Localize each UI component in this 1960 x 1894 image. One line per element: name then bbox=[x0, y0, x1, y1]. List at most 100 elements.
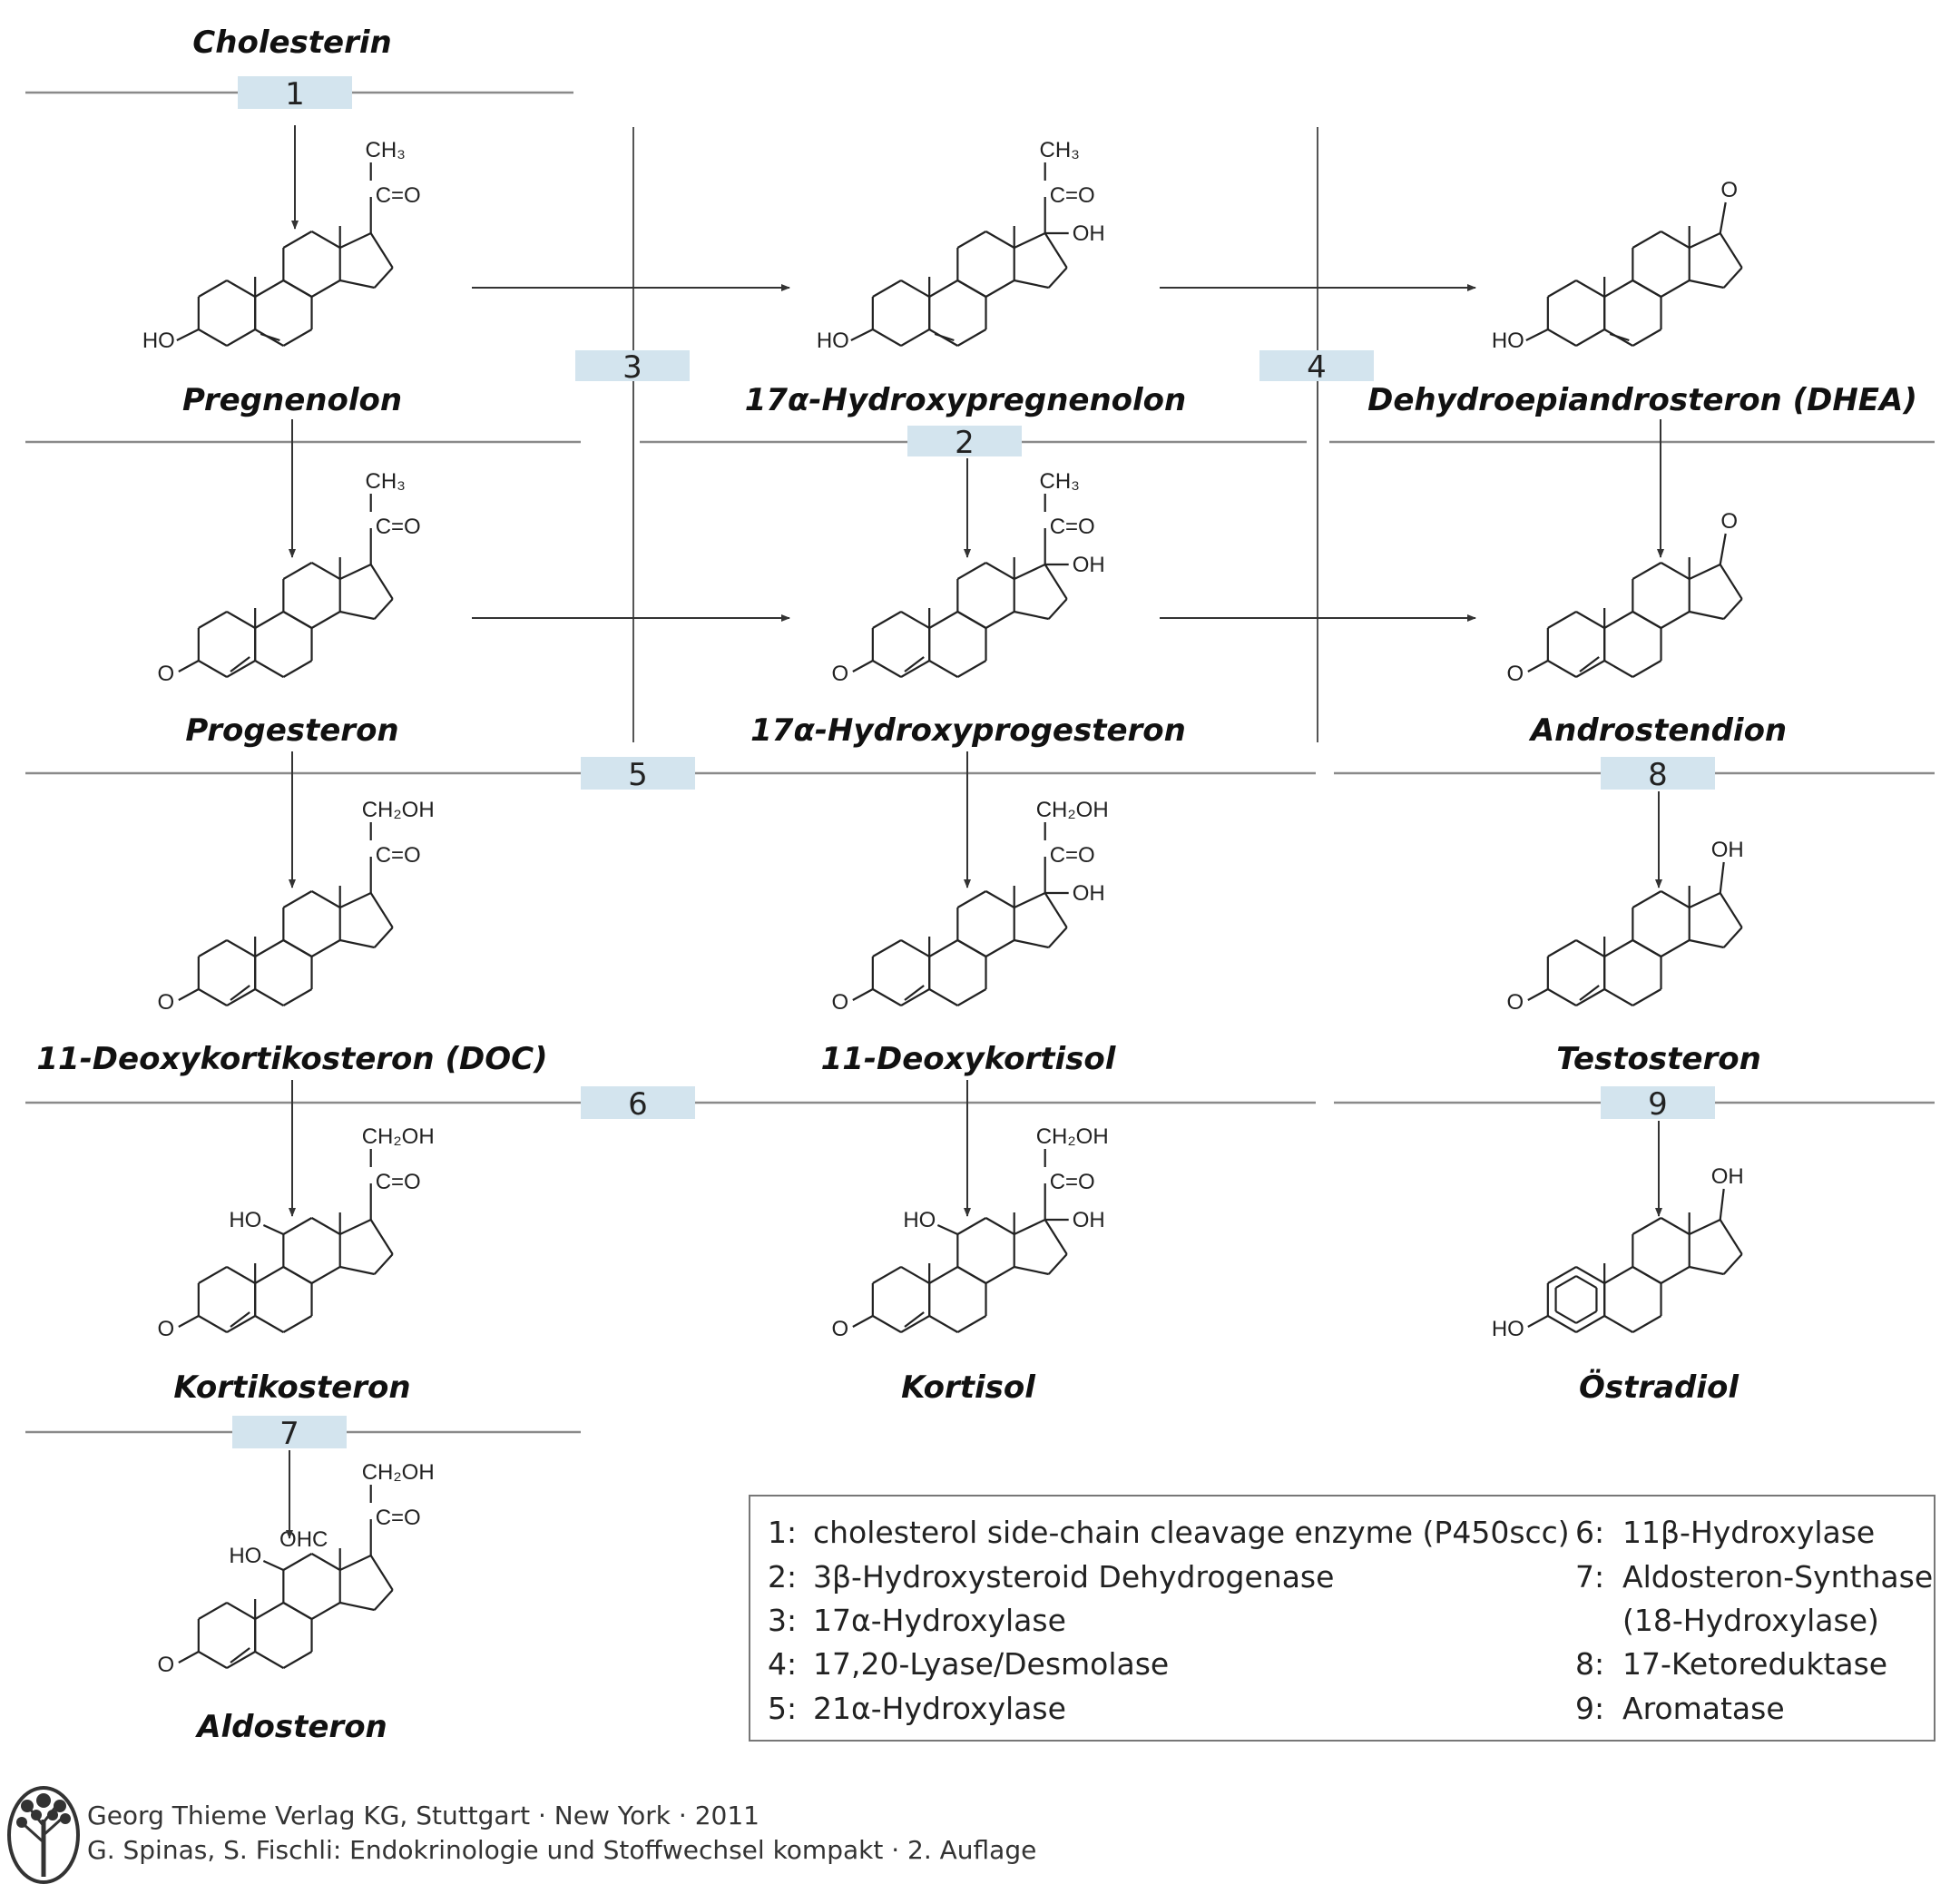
bond bbox=[1719, 564, 1743, 600]
atom-label: C=O bbox=[376, 515, 421, 539]
atom-label: HO bbox=[1492, 329, 1524, 353]
bond bbox=[282, 1602, 313, 1620]
bond bbox=[1575, 1266, 1605, 1284]
bond bbox=[339, 232, 372, 249]
bond bbox=[956, 939, 987, 957]
svg-text:2: 2 bbox=[955, 425, 975, 461]
bond bbox=[1014, 564, 1046, 580]
bond bbox=[1719, 232, 1743, 269]
atom-label: O bbox=[157, 662, 174, 686]
atom-label: CH₃ bbox=[365, 138, 405, 162]
bond bbox=[1660, 1266, 1690, 1284]
bond bbox=[282, 988, 313, 1006]
bond bbox=[1047, 598, 1068, 620]
bond bbox=[254, 280, 284, 298]
bond bbox=[928, 1315, 958, 1333]
bond bbox=[339, 892, 372, 908]
bond bbox=[339, 610, 375, 621]
bond bbox=[904, 985, 925, 1001]
bond bbox=[226, 329, 256, 347]
svg-text:3:: 3: bbox=[768, 1603, 797, 1638]
bond bbox=[1689, 610, 1724, 621]
start-compound-label: Cholesterin bbox=[192, 25, 391, 61]
bond bbox=[1632, 1315, 1662, 1333]
enzyme-box-6: 6 bbox=[581, 1086, 695, 1123]
bond bbox=[1719, 861, 1725, 894]
bond bbox=[1660, 1217, 1690, 1235]
atom-label: CH₂OH bbox=[362, 798, 435, 822]
bond bbox=[339, 1555, 372, 1571]
svg-text:7:: 7: bbox=[1575, 1559, 1604, 1595]
atom-label: CH₃ bbox=[365, 469, 405, 494]
svg-text:9: 9 bbox=[1648, 1086, 1668, 1123]
bond bbox=[1575, 988, 1605, 1006]
bond bbox=[339, 1219, 372, 1235]
bond bbox=[310, 1602, 341, 1620]
bond bbox=[1014, 610, 1049, 621]
bond bbox=[936, 1223, 958, 1236]
bond bbox=[254, 1315, 284, 1333]
bond bbox=[254, 988, 284, 1006]
bond bbox=[1527, 988, 1549, 1001]
enzyme-box-7: 7 bbox=[232, 1416, 347, 1452]
svg-text:cholesterol side-chain cleavag: cholesterol side-chain cleavage enzyme (… bbox=[813, 1515, 1570, 1550]
bond bbox=[956, 1315, 987, 1333]
bond bbox=[904, 1311, 925, 1328]
bond bbox=[369, 1555, 394, 1591]
bond bbox=[1525, 329, 1549, 341]
bond bbox=[1579, 656, 1600, 672]
bond bbox=[1603, 1315, 1633, 1333]
bond bbox=[956, 280, 987, 298]
bond bbox=[1575, 611, 1605, 629]
bond bbox=[1014, 232, 1046, 249]
bond bbox=[1547, 660, 1577, 678]
bond bbox=[1547, 939, 1577, 957]
bond bbox=[254, 1266, 284, 1284]
bond bbox=[373, 927, 394, 948]
bond bbox=[1632, 660, 1662, 678]
atom-label: C=O bbox=[1050, 515, 1095, 539]
bond bbox=[1014, 1219, 1046, 1235]
atom-label: CH₃ bbox=[1039, 138, 1079, 162]
atom-label: O bbox=[157, 990, 174, 1015]
bond bbox=[900, 329, 930, 347]
compound-name: Pregnenolon bbox=[182, 382, 402, 418]
bond bbox=[928, 988, 958, 1006]
atom-label: O bbox=[1720, 509, 1738, 534]
enzyme-box-3: 3 bbox=[575, 349, 690, 386]
bond bbox=[900, 988, 930, 1006]
bond bbox=[226, 988, 256, 1006]
atom-label: C=O bbox=[1050, 843, 1095, 868]
atom-label: OHC bbox=[279, 1527, 328, 1552]
bond bbox=[198, 280, 228, 298]
atom-label: OH bbox=[1073, 553, 1105, 577]
bond bbox=[254, 660, 284, 678]
bond bbox=[1632, 1217, 1662, 1235]
atom-label: OH bbox=[1711, 838, 1744, 862]
compound-name: 11-Deoxykortisol bbox=[821, 1041, 1117, 1077]
bond bbox=[1547, 329, 1577, 347]
atom-label: C=O bbox=[1050, 1170, 1095, 1194]
bond bbox=[282, 890, 313, 908]
bond bbox=[1047, 1253, 1068, 1275]
bond bbox=[956, 611, 987, 629]
atom-label: O bbox=[831, 1317, 848, 1341]
bond bbox=[900, 939, 930, 957]
compound-name: Kortikosteron bbox=[173, 1369, 410, 1406]
bond bbox=[178, 1651, 200, 1663]
bond bbox=[1547, 1266, 1577, 1284]
bond bbox=[956, 231, 987, 249]
bond bbox=[900, 1266, 930, 1284]
bond bbox=[1719, 533, 1727, 565]
svg-text:17α-Hydroxylase: 17α-Hydroxylase bbox=[813, 1603, 1066, 1638]
bond bbox=[1603, 611, 1633, 629]
bond bbox=[1603, 939, 1633, 957]
bond bbox=[373, 267, 394, 289]
bond bbox=[985, 1217, 1015, 1235]
bond bbox=[198, 939, 228, 957]
molecule-4: O C=O CH₃ bbox=[157, 469, 420, 686]
bond bbox=[339, 1601, 375, 1612]
bond bbox=[230, 656, 250, 672]
bond bbox=[226, 280, 256, 298]
